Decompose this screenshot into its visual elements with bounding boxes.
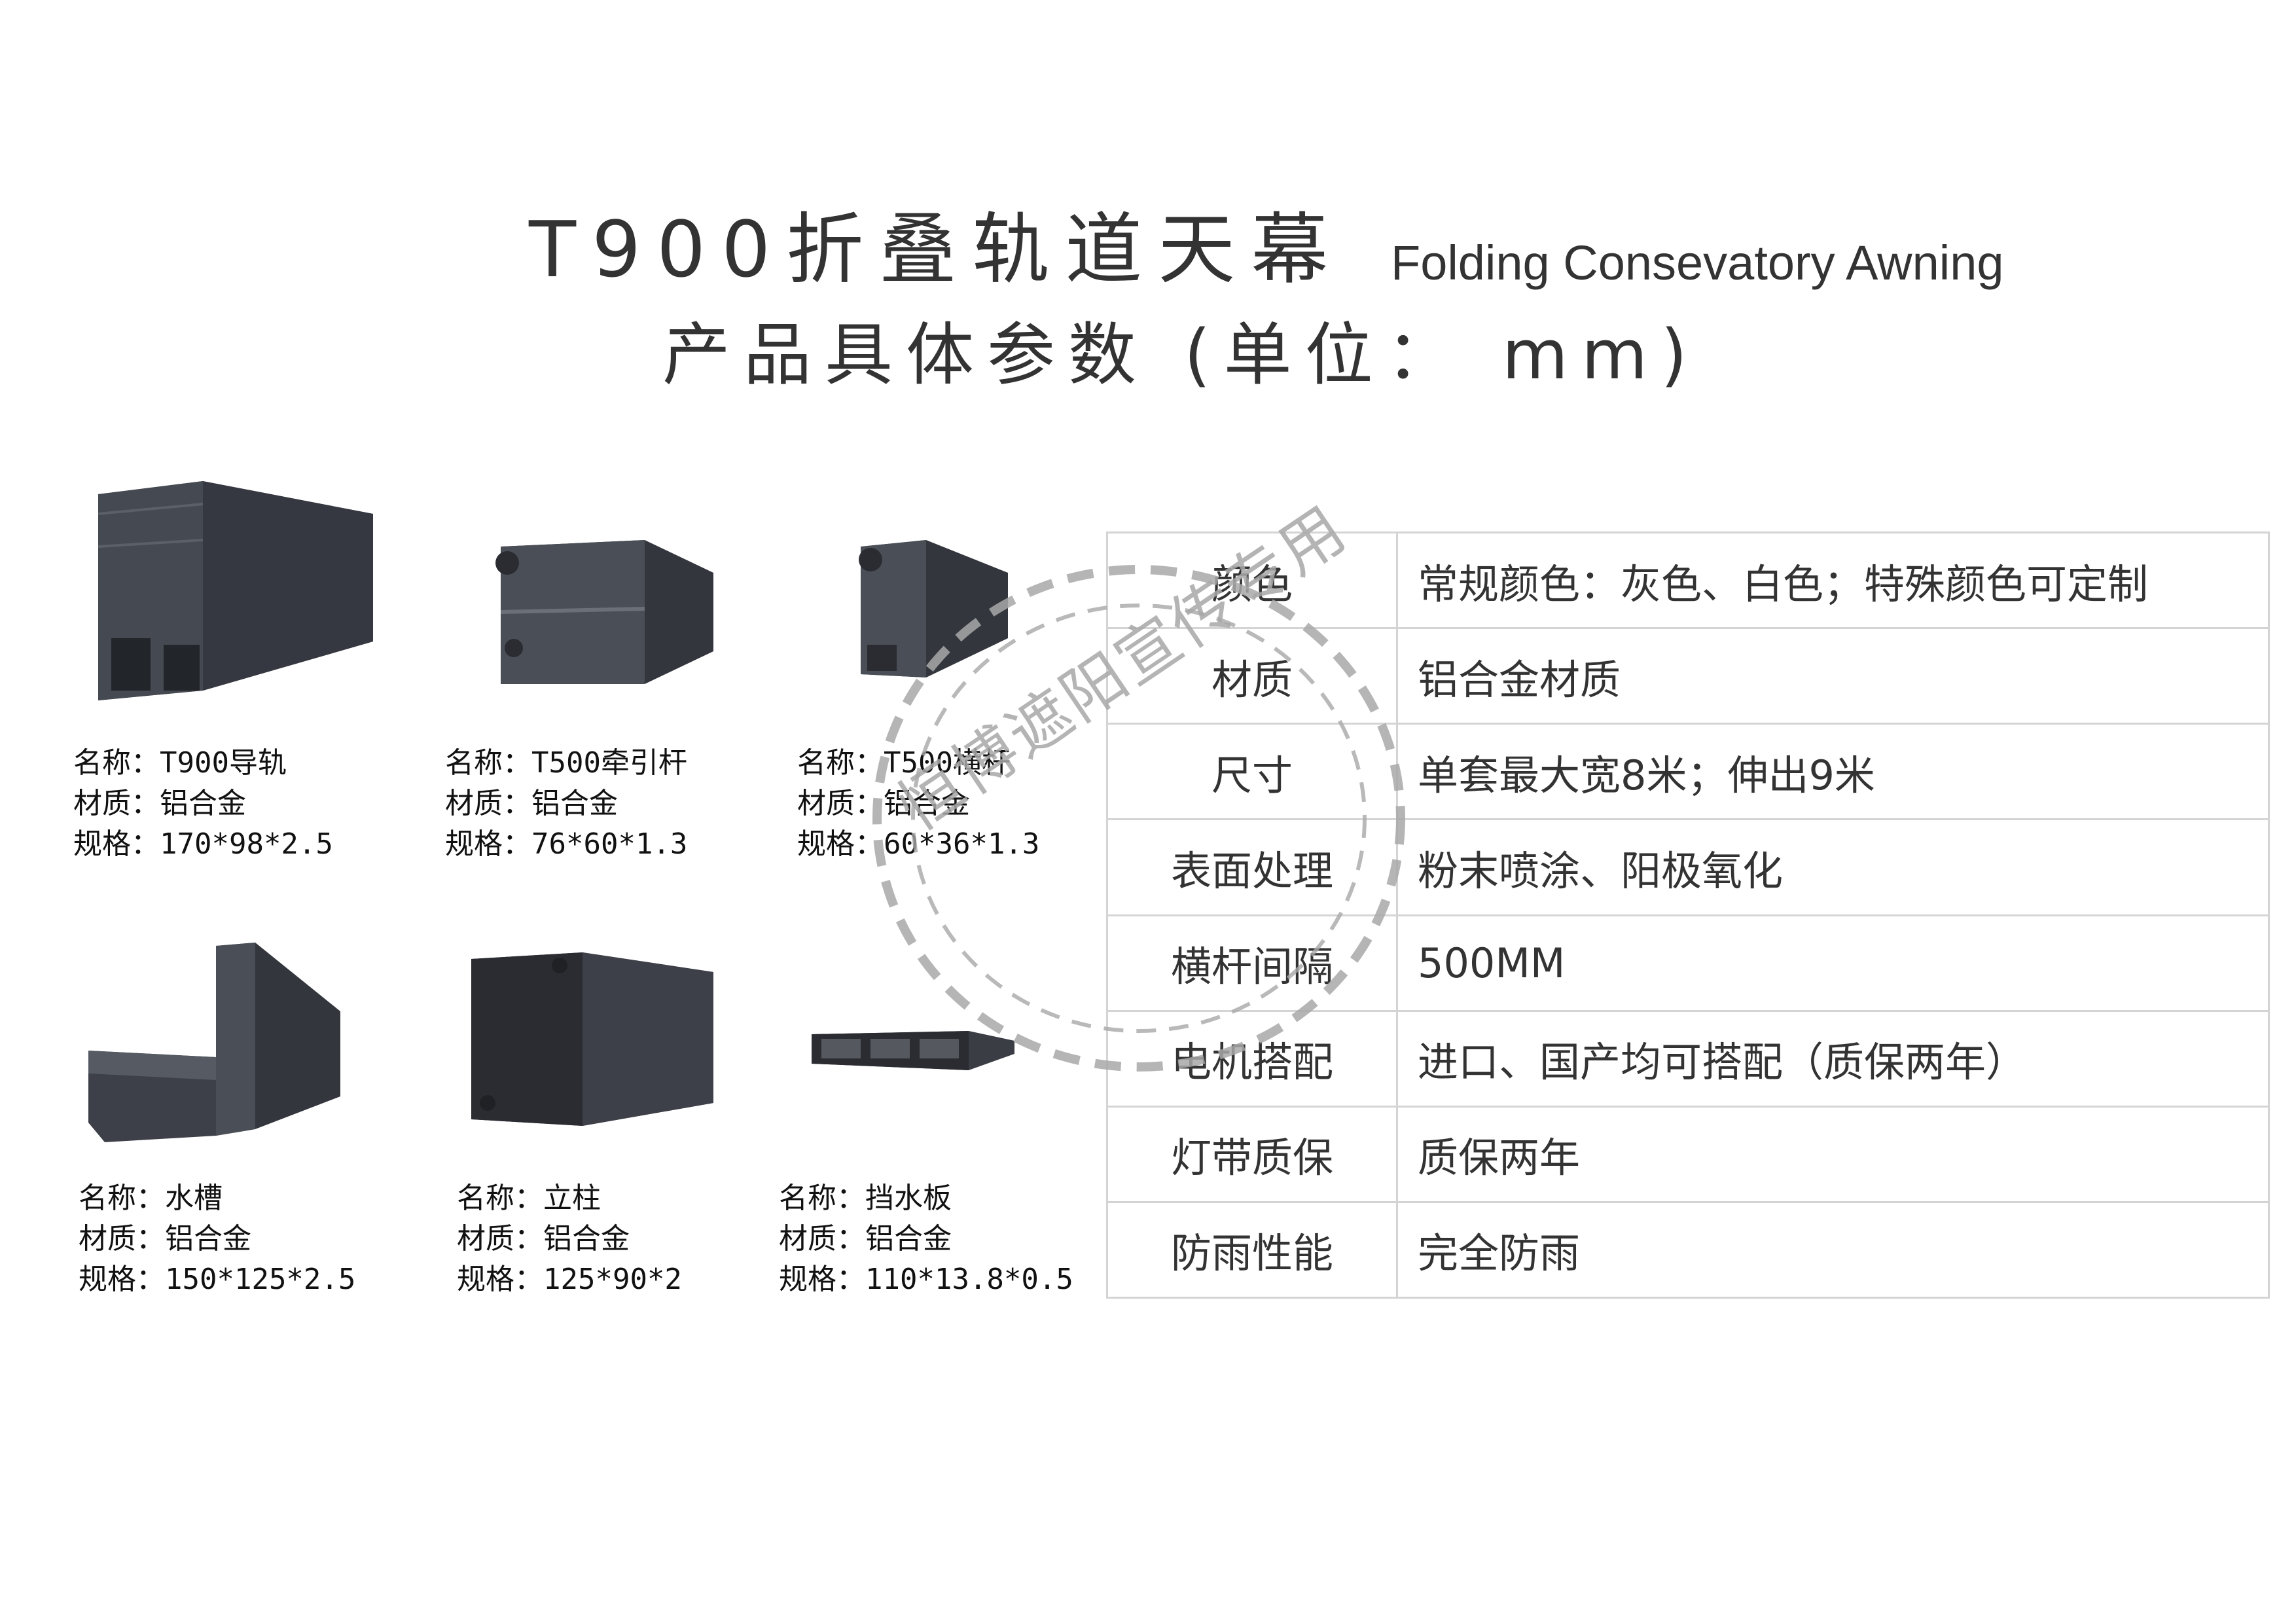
product-material: 材质：铝合金 xyxy=(457,1222,630,1255)
product-name: 名称：水槽 xyxy=(79,1182,223,1215)
spec-label: 电机搭配 xyxy=(1106,1009,1398,1108)
spec-row: 灯带质保质保两年 xyxy=(1106,1105,2270,1203)
product-name: 名称：挡水板 xyxy=(779,1182,952,1215)
product-spec: 规格：110*13.8*0.5 xyxy=(779,1263,1073,1296)
spec-label: 防雨性能 xyxy=(1106,1200,1398,1299)
product-caption-water-gutter: 名称：水槽 材质：铝合金 规格：150*125*2.5 xyxy=(79,1178,355,1300)
water-gutter-image xyxy=(88,943,340,1142)
t900-rail-image xyxy=(98,481,373,700)
t500-pull-bar-image xyxy=(495,540,713,684)
spec-value: 单套最大宽8米；伸出9米 xyxy=(1396,723,2270,821)
t500-crossbar-image xyxy=(859,540,1008,677)
product-material: 材质：铝合金 xyxy=(445,787,618,820)
spec-row: 电机搭配进口、国产均可搭配（质保两年） xyxy=(1106,1009,2270,1108)
product-spec: 规格：76*60*1.3 xyxy=(445,827,688,861)
spec-label: 横杆间隔 xyxy=(1106,914,1398,1012)
spec-value: 完全防雨 xyxy=(1396,1200,2270,1299)
post-image xyxy=(471,952,713,1126)
product-spec: 规格：125*90*2 xyxy=(457,1263,682,1296)
product-spec: 规格：150*125*2.5 xyxy=(79,1263,356,1296)
product-material: 材质：铝合金 xyxy=(79,1222,251,1255)
product-material: 材质：铝合金 xyxy=(779,1222,952,1255)
page-subtitle: 产品具体参数 (单位： mm) xyxy=(662,315,1700,395)
product-material: 材质：铝合金 xyxy=(73,787,246,820)
product-caption-post: 名称：立柱 材质：铝合金 规格：125*90*2 xyxy=(457,1178,682,1300)
spec-label: 尺寸 xyxy=(1106,723,1398,821)
product-name: 名称：立柱 xyxy=(457,1182,601,1215)
spec-value: 进口、国产均可搭配（质保两年） xyxy=(1396,1009,2270,1108)
spec-value: 质保两年 xyxy=(1396,1105,2270,1203)
product-spec: 规格：170*98*2.5 xyxy=(73,827,333,861)
product-name: 名称：T900导轨 xyxy=(73,746,287,780)
product-caption-t900: 名称：T900导轨 材质：铝合金 规格：170*98*2.5 xyxy=(73,743,333,865)
water-board-image xyxy=(812,1031,1014,1070)
spec-label: 灯带质保 xyxy=(1106,1105,1398,1203)
page-title: T900折叠轨道天幕 xyxy=(529,204,1344,295)
product-caption-t500-pull-bar: 名称：T500牵引杆 材质：铝合金 规格：76*60*1.3 xyxy=(445,743,687,865)
page-title-english: Folding Consevatory Awning xyxy=(1391,236,2004,290)
spec-row: 尺寸单套最大宽8米；伸出9米 xyxy=(1106,723,2270,821)
spec-row: 材质铝合金材质 xyxy=(1106,627,2270,725)
spec-row: 防雨性能完全防雨 xyxy=(1106,1200,2270,1299)
spec-value: 铝合金材质 xyxy=(1396,627,2270,725)
spec-value: 常规颜色：灰色、白色；特殊颜色可定制 xyxy=(1396,531,2270,630)
spec-row: 表面处理粉末喷涂、阳极氧化 xyxy=(1106,818,2270,916)
spec-table: 颜色常规颜色：灰色、白色；特殊颜色可定制材质铝合金材质尺寸单套最大宽8米；伸出9… xyxy=(1106,531,2270,1299)
product-name: 名称：T500牵引杆 xyxy=(445,746,687,780)
spec-value: 500MM xyxy=(1396,914,2270,1012)
spec-label: 表面处理 xyxy=(1106,818,1398,916)
product-caption-water-board: 名称：挡水板 材质：铝合金 规格：110*13.8*0.5 xyxy=(779,1178,1073,1300)
spec-value: 粉末喷涂、阳极氧化 xyxy=(1396,818,2270,916)
